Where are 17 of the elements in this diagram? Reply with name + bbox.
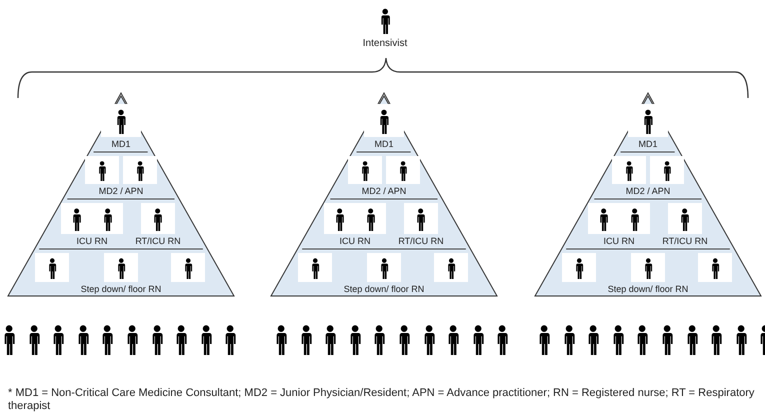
band-label: RT/ICU RN xyxy=(398,236,444,246)
band-label: MD2 / APN xyxy=(362,186,406,196)
band-label: RT/ICU RN xyxy=(135,236,181,246)
band-label: RT/ICU RN xyxy=(662,236,708,246)
band-label: Step down/ floor RN xyxy=(344,284,424,294)
band-label: Step down/ floor RN xyxy=(80,284,162,294)
role-label: Intensivist xyxy=(362,38,408,49)
band-label: MD1 xyxy=(374,139,394,149)
band-label: Step down/ floor RN xyxy=(608,284,688,294)
band-label: MD1 xyxy=(638,139,658,149)
footnote: * MD1 = Non-Critical Care Medicine Consultant; MD2 = Junior Physician/Resident; APN = Advance practitioner; RN = Registered nurse; RT = Respiratory therapist xyxy=(8,387,756,413)
band-label: MD2 / APN xyxy=(98,186,144,196)
band-label: MD2 / APN xyxy=(626,186,670,196)
band-label: ICU RN xyxy=(339,236,370,246)
band-label: MD1 xyxy=(111,139,130,149)
band-label: ICU RN xyxy=(76,236,108,246)
band-label: ICU RN xyxy=(603,236,634,246)
